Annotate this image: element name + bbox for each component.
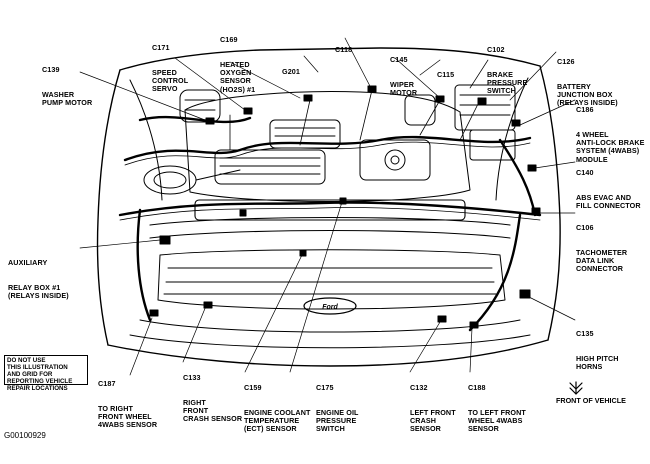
label-c133: C133 RIGHT FRONT CRASH SENSOR	[183, 373, 243, 424]
label-c139: C139 WASHER PUMP MOTOR	[42, 65, 93, 108]
label-c140: C140 ABS EVAC AND FILL CONNECTOR	[576, 168, 641, 211]
vehicle-body-outline	[96, 47, 561, 367]
figure-id: G00100929	[4, 431, 46, 440]
radiator-support	[149, 199, 511, 239]
ford-badge: Ford	[303, 297, 357, 315]
label-c175: C175 ENGINE OIL PRESSURE SWITCH	[316, 383, 359, 434]
label-c106: C106 TACHOMETER DATA LINK CONNECTOR	[576, 223, 628, 274]
label-g201: G201	[282, 67, 300, 77]
label-c132: C132 LEFT FRONT CRASH SENSOR	[410, 383, 456, 434]
front-of-vehicle-arrow-icon	[569, 381, 583, 395]
engine-block	[143, 89, 471, 203]
label-c169: C169 HEATED OXYGEN SENSOR (HO2S) #1	[220, 35, 256, 94]
front-of-vehicle-label: FRONT OF VEHICLE	[556, 396, 626, 405]
label-c115: C115	[437, 70, 455, 80]
ford-badge-text: Ford	[322, 304, 338, 311]
battery-area	[454, 84, 516, 161]
connectors	[149, 85, 541, 329]
label-c159: C159 ENGINE COOLANT TEMPERATURE (ECT) SE…	[244, 383, 311, 434]
label-auxiliary-relay-box: AUXILIARY RELAY BOX #1 (RELAYS INSIDE)	[8, 258, 69, 301]
leader-lines	[79, 37, 576, 376]
label-c186: C186 4 WHEEL ANTI-LOCK BRAKE SYSTEM (4WA…	[576, 105, 645, 164]
label-c102: C102 BRAKE PRESSURE SWITCH	[487, 45, 528, 96]
label-c188: C188 TO LEFT FRONT WHEEL 4WABS SENSOR	[468, 383, 526, 434]
label-c145: C145 WIPER MOTOR	[390, 55, 418, 98]
front-grille	[129, 249, 531, 349]
wiring-harness-detail	[119, 89, 541, 221]
label-c187: C187 TO RIGHT FRONT WHEEL 4WABS SENSOR	[98, 379, 158, 430]
label-c126: C126 BATTERY JUNCTION BOX (RELAYS INSIDE…	[557, 57, 618, 108]
label-c118: C118	[335, 45, 353, 55]
label-c135: C135 HIGH PITCH HORNS	[576, 329, 619, 372]
disclaimer-note: DO NOT USE THIS ILLUSTRATION AND GRID FO…	[4, 355, 88, 392]
label-c171: C171 SPEED CONTROL SERVO	[152, 43, 189, 94]
